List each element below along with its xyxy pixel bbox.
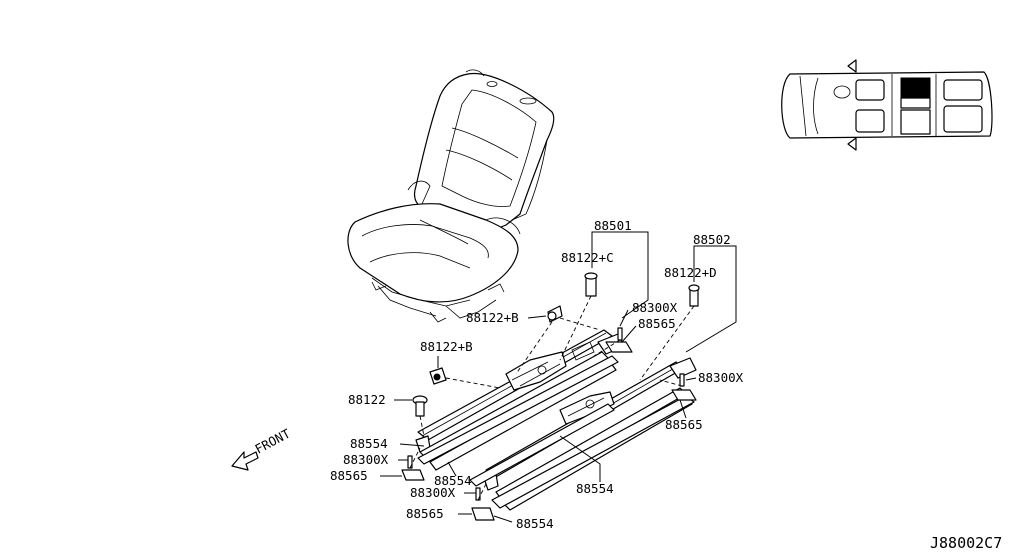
label-88554-bottom[interactable]: 88554 [576,481,614,496]
front-indicator: FRONT [231,426,293,471]
leader-lines [380,231,737,523]
label-88565-top[interactable]: 88565 [638,316,676,331]
label-88565-lower[interactable]: 88565 [406,506,444,521]
highlighted-seat [900,77,931,99]
label-88554-lowest[interactable]: 88554 [516,516,554,531]
front-label: FRONT [252,426,293,457]
label-88565-left[interactable]: 88565 [330,468,368,483]
label-88300x-right[interactable]: 88300X [698,370,744,385]
label-88122-c[interactable]: 88122+C [561,250,614,265]
part-labels: 88501 88122+C 88502 88122+D 88300X 88565… [330,218,744,531]
label-88122-d[interactable]: 88122+D [664,265,717,280]
label-88300x-left[interactable]: 88300X [343,452,389,467]
seat-illustration [347,69,555,323]
label-88501[interactable]: 88501 [594,218,632,233]
label-88122-b-upper[interactable]: 88122+B [466,310,519,325]
label-88122-b-lower[interactable]: 88122+B [420,339,473,354]
label-88122[interactable]: 88122 [348,392,386,407]
rail-covers [417,355,695,509]
fasteners [401,272,700,521]
label-88300x-lower[interactable]: 88300X [410,485,456,500]
vehicle-locator [781,59,993,151]
label-88554-center[interactable]: 88554 [434,473,472,488]
label-88554-left[interactable]: 88554 [350,436,388,451]
front-arrow-icon [231,451,259,471]
label-88502[interactable]: 88502 [693,232,731,247]
label-88300x-top[interactable]: 88300X [632,300,678,315]
label-88565-right[interactable]: 88565 [665,417,703,432]
alignment-lines [409,295,695,501]
drawing-code: J88002C7 [930,534,1002,552]
